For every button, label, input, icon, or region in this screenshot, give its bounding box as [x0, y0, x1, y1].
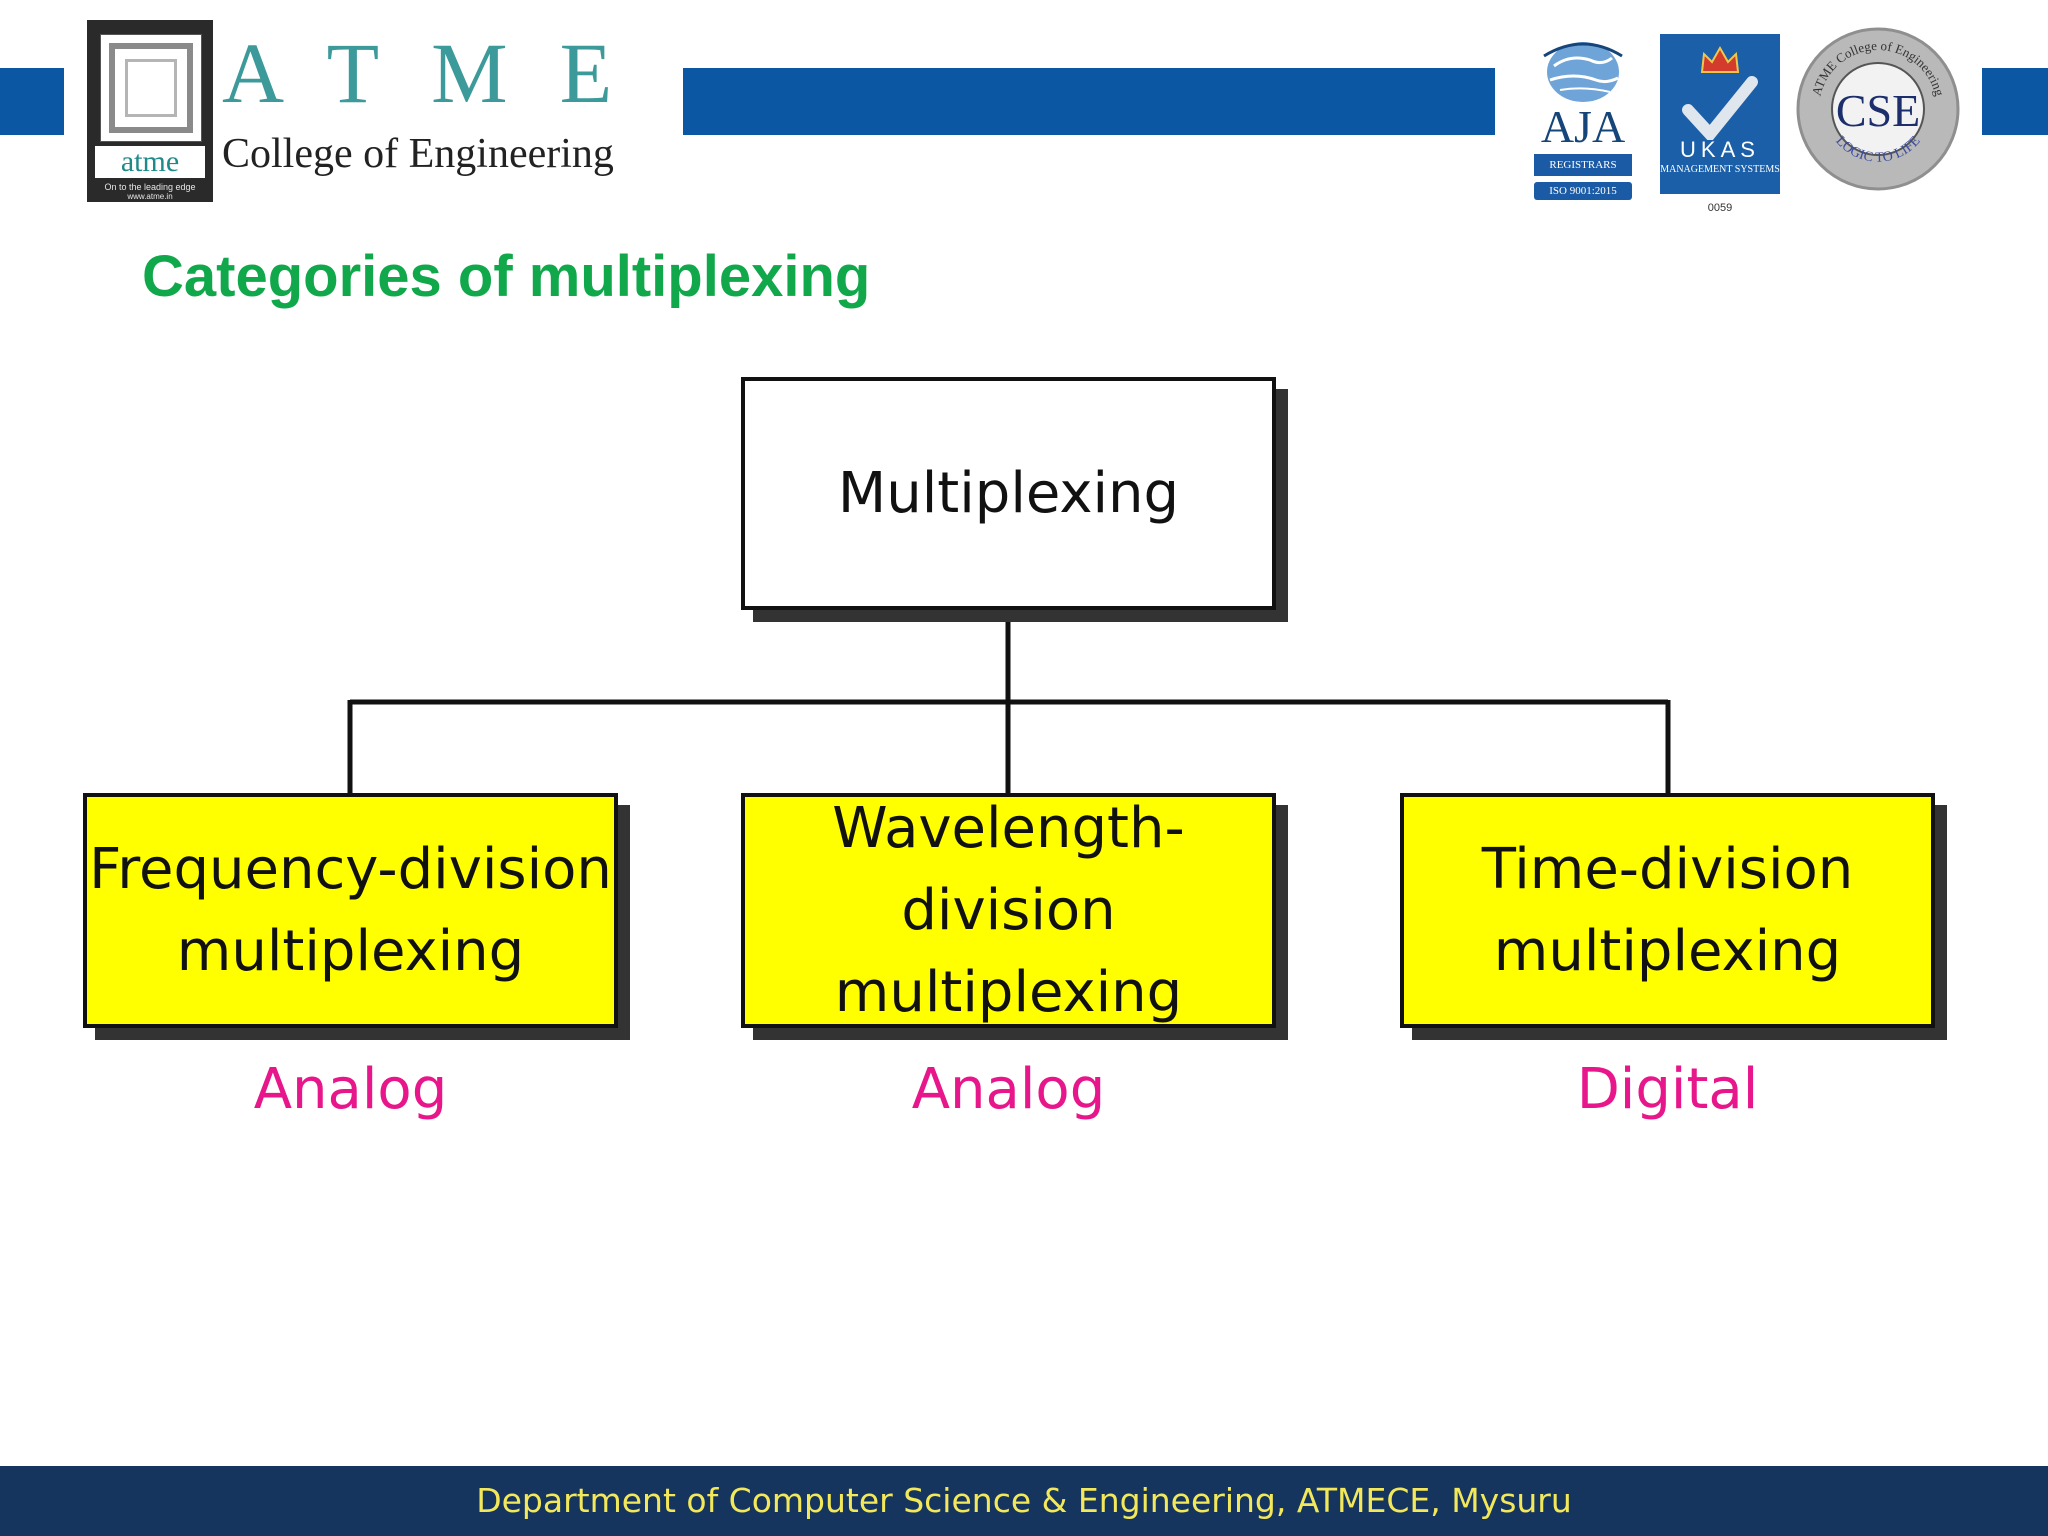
logo-tagline: On to the leading edge — [104, 182, 196, 192]
node-wavelength-division-multiplexing: Wavelength-division multiplexing — [741, 793, 1276, 1028]
signal-label-fdm: Analog — [253, 1057, 448, 1122]
header-band-right — [1982, 68, 2048, 135]
node-frequency-division-multiplexing: Frequency-division multiplexing — [83, 793, 618, 1028]
crown-icon — [1700, 46, 1740, 73]
ukas-number: 0059 — [1707, 202, 1733, 214]
atme-logo: atme On to the leading edge www.atme.in — [87, 20, 213, 202]
header-band-left — [0, 68, 64, 135]
aja-iso-badge: ISO 9001:2015 — [1534, 182, 1632, 200]
node-tdm-line1: Time-division — [1481, 836, 1854, 902]
footer-text: Department of Computer Science & Enginee… — [476, 1481, 1572, 1520]
aja-registrars: REGISTRARS — [1534, 154, 1632, 176]
node-fdm-line2: multiplexing — [176, 918, 525, 984]
globe-icon — [1543, 42, 1623, 102]
ukas-certification-logo: UKAS MANAGEMENT SYSTEMS 0059 — [1660, 34, 1780, 218]
ukas-name: UKAS — [1680, 137, 1760, 162]
ukas-management: MANAGEMENT SYSTEMS — [1660, 164, 1780, 175]
node-multiplexing: Multiplexing — [741, 377, 1276, 610]
footer-bar: Department of Computer Science & Enginee… — [0, 1466, 2048, 1536]
header-band-middle — [683, 68, 1495, 135]
node-fdm-line1: Frequency-division — [89, 836, 612, 902]
node-tdm-line2: multiplexing — [1493, 918, 1842, 984]
cse-seal-initials: CSE — [1836, 85, 1920, 136]
signal-label-tdm: Digital — [1576, 1057, 1759, 1122]
node-time-division-multiplexing: Time-division multiplexing — [1400, 793, 1935, 1028]
aja-name: AJA — [1540, 101, 1626, 152]
logo-word: atme — [95, 146, 205, 178]
logo-frame-icon — [100, 34, 202, 142]
aja-certification-logo: AJA REGISTRARS ISO 9001:2015 — [1528, 32, 1638, 208]
cse-seal-logo: ATME College of Engineering LOGIC TO LIF… — [1796, 27, 1960, 191]
check-icon — [1682, 76, 1758, 140]
brand-subtitle: College of Engineering — [222, 131, 614, 177]
node-multiplexing-label: Multiplexing — [837, 461, 1180, 526]
signal-label-wdm: Analog — [911, 1057, 1106, 1122]
brand-letters: ATME — [222, 25, 665, 121]
node-wdm-line2: multiplexing — [834, 959, 1183, 1025]
slide-title: Categories of multiplexing — [142, 244, 871, 309]
node-wdm-line1: Wavelength-division — [832, 795, 1185, 943]
logo-website: www.atme.in — [127, 192, 173, 201]
